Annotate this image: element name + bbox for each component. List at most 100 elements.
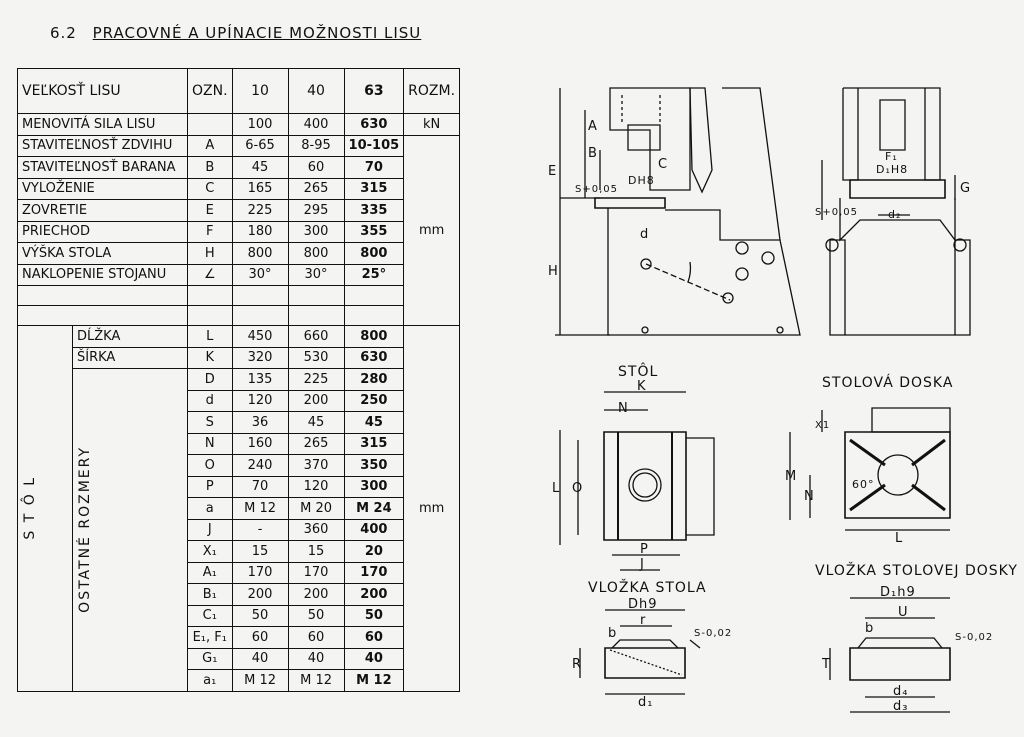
dim-t: T <box>821 657 831 672</box>
dim-x1: X1 <box>815 420 830 431</box>
stol-drawing: STÔL K N L O P J <box>552 362 715 572</box>
dim-e: E <box>548 164 557 179</box>
cell-10: 200 <box>231 583 289 606</box>
row-label: PRIECHOD <box>17 220 188 243</box>
dim-sp005: S+0,05 <box>815 207 858 218</box>
row-label: VÝŠKA STOLA <box>17 242 188 265</box>
row-code: A₁ <box>187 561 233 584</box>
dim-d: d <box>640 227 649 242</box>
stol-title: STÔL <box>618 362 658 380</box>
dim-d1h8: D₁H8 <box>876 163 908 176</box>
ostatne-group: OSTATNÉ ROZMERY <box>72 368 188 692</box>
header-size-10: 10 <box>231 68 289 114</box>
cell-40: 30° <box>287 263 345 286</box>
press-spec-table: VEĽKOSŤ LISU OZN. 10 40 63 ROZM. MENOVIT… <box>17 68 461 692</box>
row-label: STAVITEĽNOSŤ ZDVIHU <box>17 134 188 157</box>
row-code: C₁ <box>187 604 233 627</box>
header-size-40: 40 <box>287 68 345 114</box>
cell-63: 60 <box>343 626 405 649</box>
dim-j: J <box>639 557 645 572</box>
dim-d2: d₂ <box>888 208 901 221</box>
header-unit: ROZM. <box>403 68 461 114</box>
dim-r-height: R <box>572 657 582 672</box>
cell-63: 315 <box>343 432 405 455</box>
cell-63: 200 <box>343 583 405 606</box>
dim-u: U <box>898 605 909 620</box>
dim-m: M <box>785 469 797 484</box>
stolova-doska-title: STOLOVÁ DOSKA <box>822 374 953 391</box>
cell-40: 370 <box>287 454 345 477</box>
dim-d1h9: D₁h9 <box>880 585 916 600</box>
dim-d3: d₃ <box>893 699 908 714</box>
cell-10: 30° <box>231 263 289 286</box>
cell-10: 165 <box>231 177 289 200</box>
dim-a: A <box>588 119 598 134</box>
cell-40: 530 <box>287 346 345 369</box>
section-title: 6.2 PRACOVNÉ A UPÍNACIE MOŽNOSTI LISU <box>50 24 421 42</box>
dim-s005: S+0,05 <box>575 184 618 195</box>
press-front-view: F₁ D₁H8 G d₂ S+0,05 <box>815 87 971 336</box>
cell-63: 800 <box>343 242 405 265</box>
dim-dh8: DH8 <box>628 174 655 187</box>
row-label: STAVITEĽNOSŤ BARANA <box>17 156 188 179</box>
cell-63: M 24 <box>343 497 405 520</box>
cell-63: 630 <box>343 346 405 369</box>
cell-63: 300 <box>343 475 405 498</box>
dim-n2: N <box>804 489 815 504</box>
unit-mm: mm <box>403 325 461 692</box>
dim-o: O <box>572 481 583 496</box>
cell-63: M 12 <box>343 669 405 692</box>
vlozka-stola-drawing: VLOŽKA STOLA Dh9 r b S-0,02 R d₁ <box>572 578 732 710</box>
header-size-63: 63 <box>343 68 405 114</box>
cell-40: 360 <box>287 518 345 541</box>
row-code: a₁ <box>187 669 233 692</box>
dim-dh9: Dh9 <box>628 597 658 612</box>
row-label: VYLOŽENIE <box>17 177 188 200</box>
dim-d1: d₁ <box>638 695 653 710</box>
dim-g: G <box>960 181 971 196</box>
cell-40: 400 <box>287 113 345 136</box>
vlozka-dosky-title: VLOŽKA STOLOVEJ DOSKY <box>815 561 1018 579</box>
dim-d4: d₄ <box>893 684 908 699</box>
cell-63: 45 <box>343 411 405 434</box>
section-number: 6.2 <box>50 24 77 42</box>
cell-40: 45 <box>287 411 345 434</box>
row-label: MENOVITÁ SILA LISU <box>17 113 188 136</box>
header-code: OZN. <box>187 68 233 114</box>
dim-k: K <box>637 379 647 394</box>
dim-b: B <box>588 146 598 161</box>
cell-63: 630 <box>343 113 405 136</box>
dim-c: C <box>658 157 668 172</box>
row-code: G₁ <box>187 647 233 670</box>
dim-r: r <box>640 613 646 628</box>
cell-63: 350 <box>343 454 405 477</box>
cell-10: 160 <box>231 432 289 455</box>
dim-n: N <box>618 401 629 416</box>
dim-s002b: S-0,02 <box>955 632 993 643</box>
stolova-doska-drawing: STOLOVÁ DOSKA M N X1 60° L <box>785 374 953 546</box>
vlozka-stola-title: VLOŽKA STOLA <box>588 578 707 596</box>
dim-f1: F₁ <box>885 150 898 163</box>
dim-p: P <box>640 542 649 557</box>
cell-40: M 12 <box>287 669 345 692</box>
cell-63: 800 <box>343 325 405 348</box>
dim-l2: L <box>895 531 903 546</box>
cell-40: 295 <box>287 199 345 222</box>
cell-40: 200 <box>287 389 345 412</box>
dim-s002: S-0,02 <box>694 628 732 639</box>
dim-b2: b <box>865 621 874 636</box>
row-code: E₁, F₁ <box>187 626 233 649</box>
cell-40: 225 <box>287 368 345 391</box>
dim-angle: 60° <box>852 478 875 491</box>
dim-h: H <box>548 264 559 279</box>
cell-63: 280 <box>343 368 405 391</box>
dim-l: L <box>552 481 560 496</box>
cell-40: 265 <box>287 432 345 455</box>
unit-mm: mm <box>403 134 461 326</box>
section-heading: PRACOVNÉ A UPÍNACIE MOŽNOSTI LISU <box>92 24 422 42</box>
dim-b: b <box>608 626 617 641</box>
cell-10: 170 <box>231 561 289 584</box>
press-side-view: E H A B S+0,05 C DH8 d <box>548 87 801 336</box>
vlozka-stolovej-dosky-drawing: VLOŽKA STOLOVEJ DOSKY D₁h9 U b S-0,02 T … <box>815 561 1018 714</box>
